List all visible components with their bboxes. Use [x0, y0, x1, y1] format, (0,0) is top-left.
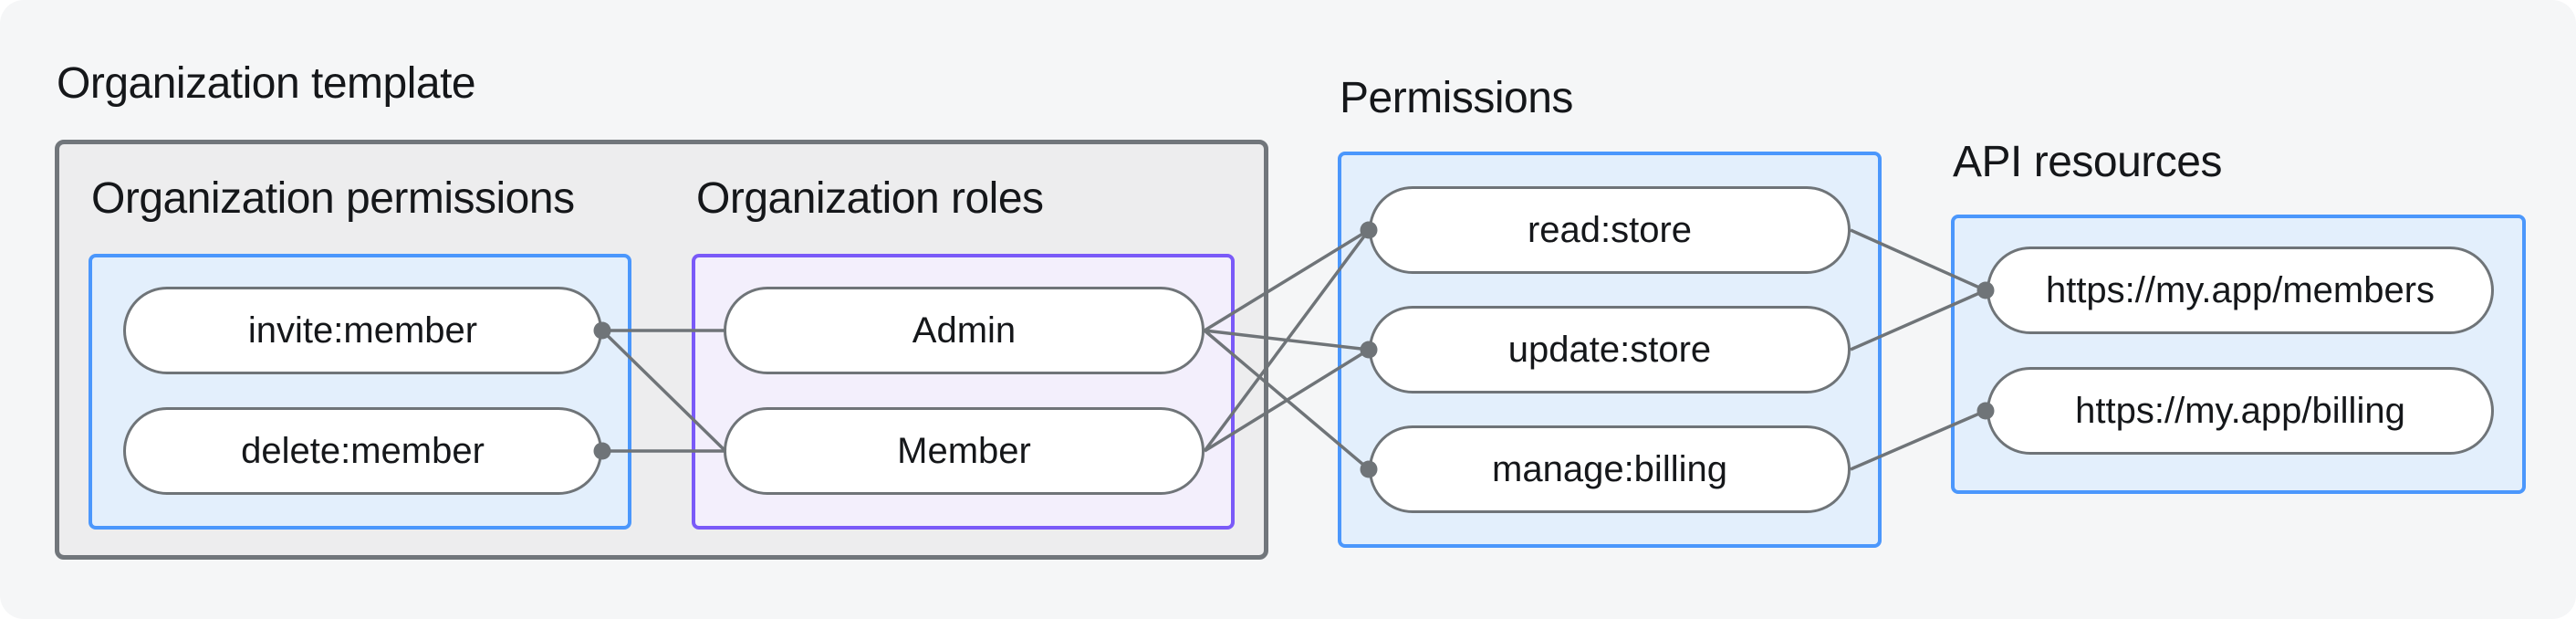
node-admin: Admin [724, 287, 1205, 374]
node-api-billing-url: https://my.app/billing [1987, 367, 2494, 455]
org-template-title: Organization template [57, 59, 476, 108]
permissions-title: Permissions [1340, 74, 1573, 122]
org-roles-title: Organization roles [696, 174, 1044, 223]
node-manage-billing: manage:billing [1369, 425, 1851, 513]
node-delete-member: delete:member [123, 407, 602, 495]
org-permissions-title: Organization permissions [91, 174, 575, 223]
node-member: Member [724, 407, 1205, 495]
node-api-members-url: https://my.app/members [1987, 247, 2494, 334]
node-update-store: update:store [1369, 306, 1851, 393]
api-resources-title: API resources [1953, 138, 2222, 186]
node-read-store: read:store [1369, 186, 1851, 274]
node-invite-member: invite:member [123, 287, 602, 374]
